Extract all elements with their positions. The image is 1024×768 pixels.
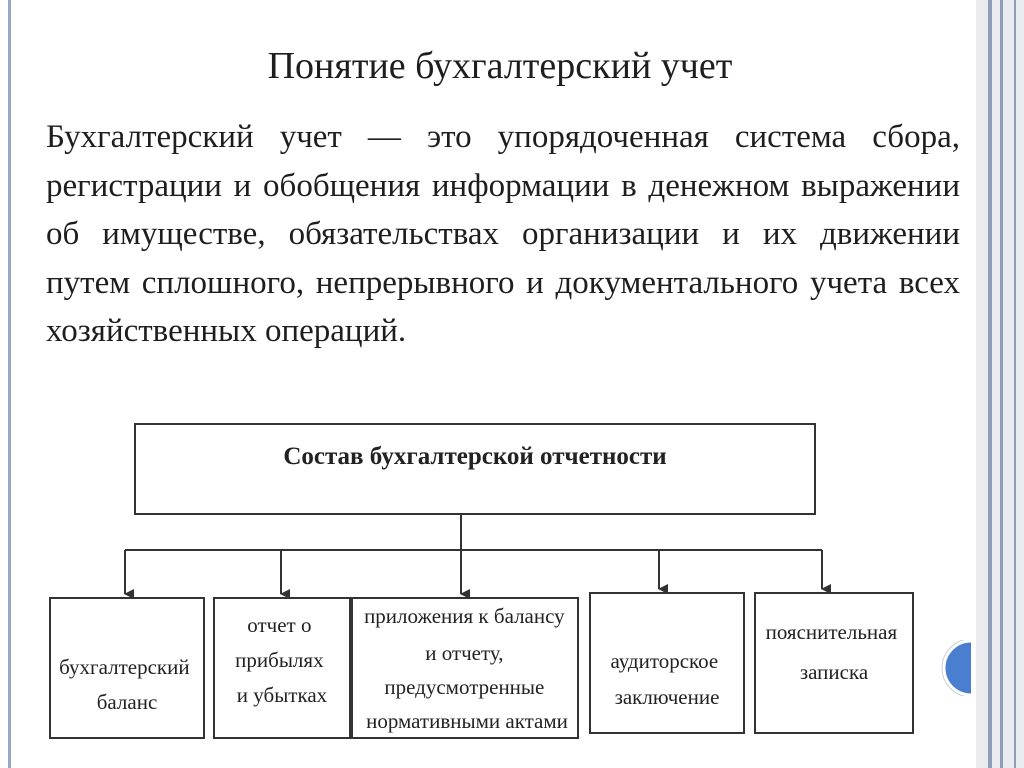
svg-text:бухгалтерский баланс: бухгалтерский баланс xyxy=(59,655,195,714)
definition-paragraph: Бухгалтерский учет — это упорядоченная с… xyxy=(46,119,960,349)
child-box-label: баланс xyxy=(97,690,158,714)
root-box: Состав бухгалтерской отчетности xyxy=(134,423,816,515)
connectors xyxy=(125,514,822,551)
root-box-label: Состав бухгалтерской отчетности xyxy=(283,443,666,470)
svg-text:пояснительная записка: пояснительная записка xyxy=(766,620,903,684)
child-box-label: записка xyxy=(800,660,869,684)
child-box-profit-loss: отчет о прибылях и убытках xyxy=(213,597,351,739)
svg-text:аудиторское заключение: аудиторское заключение xyxy=(610,649,723,709)
child-box-label: заключение xyxy=(615,685,720,709)
child-box-explanatory-note: пояснительная записка xyxy=(754,592,914,734)
slide-frame-left xyxy=(8,0,11,768)
slide-title: Понятие бухгалтерский учет xyxy=(267,45,733,87)
child-box-label: отчет о xyxy=(247,613,311,637)
child-box-audit-report: аудиторское заключение xyxy=(589,592,745,734)
child-box-label: бухгалтерский xyxy=(59,655,189,679)
slide-frame-right xyxy=(976,0,1024,768)
child-box-label: предусмотренные xyxy=(384,675,544,699)
svg-text:отчет о прибылях и: отчет о прибылях и убытках xyxy=(235,613,329,707)
child-box-label: приложения к балансу xyxy=(364,604,565,628)
svg-text:приложения к балансу и о: приложения к балансу и отчету, предусмот… xyxy=(364,604,570,733)
child-box-label: и убытках xyxy=(237,683,328,707)
arrows xyxy=(124,550,831,599)
child-box-label: и отчету, xyxy=(425,641,503,665)
child-box-balance-sheet: бухгалтерский баланс xyxy=(49,597,205,739)
decorative-circle-icon xyxy=(941,640,971,696)
child-box-appendices: приложения к балансу и отчету, предусмот… xyxy=(351,597,579,739)
child-box-label: аудиторское xyxy=(610,649,718,673)
child-box-label: нормативными актами xyxy=(366,709,568,733)
reporting-structure-diagram: Состав бухгалтерской отчетности бухгалте… xyxy=(49,423,914,739)
child-box-label: прибылях xyxy=(235,648,324,672)
child-box-label: пояснительная xyxy=(766,620,898,644)
